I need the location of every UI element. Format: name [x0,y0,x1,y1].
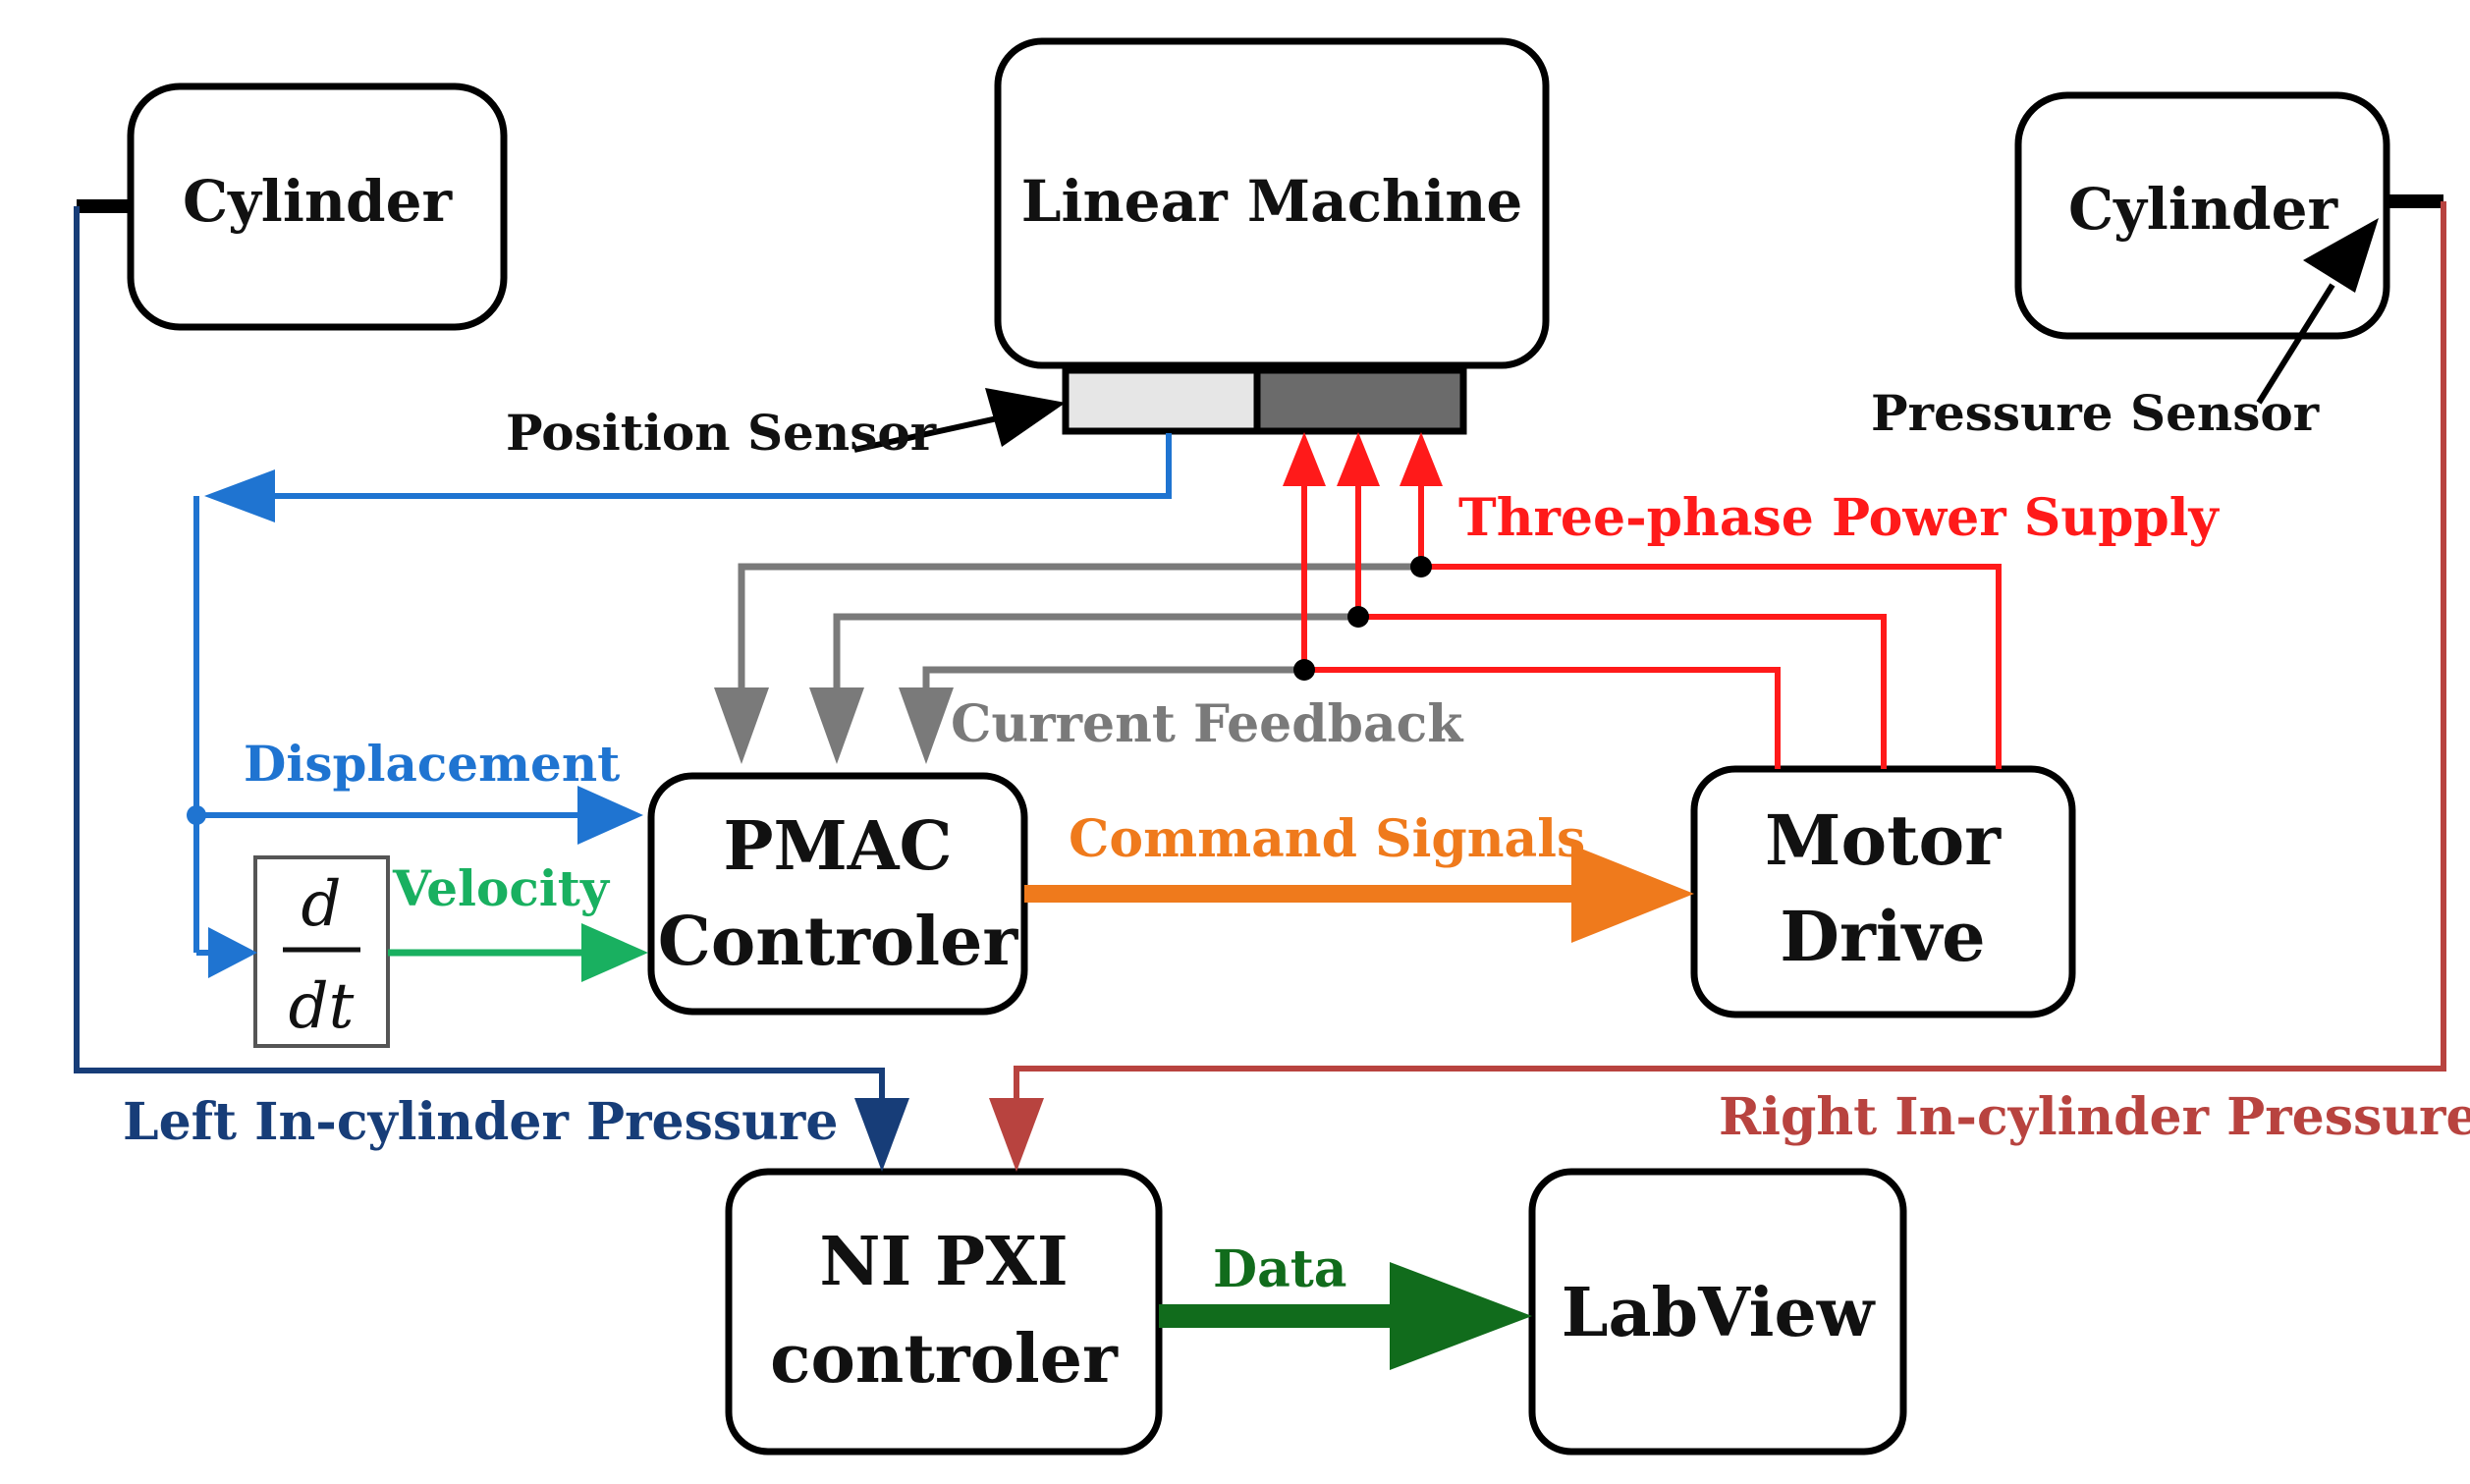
linear-machine-block: Linear Machine [994,37,1550,369]
cylinder-right-label: Cylinder [2068,176,2339,243]
power-arrowhead-2 [1337,432,1380,486]
feedback-arrowhead-1 [714,687,769,764]
feedback-arrowhead-2 [809,687,864,764]
left-pressure-path [74,199,909,1172]
data-arrowhead [1390,1262,1532,1370]
derivative-input-arrowhead [208,927,257,978]
position-sensor-label: Position Sensor [506,404,937,462]
position-sensor-element [1062,366,1261,435]
power-arrowhead-1 [1400,432,1443,486]
labview-block: LabView [1528,1168,1907,1456]
position-sensor-pointer [853,388,1066,453]
three-phase-label: Three-phase Power Supply [1458,488,2221,548]
data-path [1159,1262,1532,1370]
left-pressure-label: Left In-cylinder Pressure [123,1092,838,1152]
command-signals-path [1024,845,1694,943]
velocity-label: Velocity [392,859,611,917]
cylinder-left-label: Cylinder [183,168,454,235]
pmac-controller-block: PMAC Controler [647,772,1028,1016]
derivative-block: d dt [253,855,390,1048]
motor-drive-block: Motor Drive [1690,765,2076,1018]
power-arrowhead-3 [1283,432,1326,486]
data-label: Data [1213,1239,1347,1299]
current-feedback-path [714,563,1421,764]
right-pressure-label: Right In-cylinder Pressure [1719,1087,2470,1147]
command-arrowhead [1571,845,1694,943]
labview-label: LabView [1562,1274,1876,1352]
command-signals-label: Command Signals [1069,809,1585,869]
velocity-arrowhead [581,923,648,982]
cylinder-right-block: Cylinder [2014,91,2390,340]
junction-dots [1293,556,1432,681]
displacement-label: Displacement [244,735,620,793]
pmac-label-line1: PMAC [723,807,952,886]
right-pressure-arrowhead [989,1098,1044,1172]
cylinder-left-block: Cylinder [127,82,508,331]
linear-machine-label: Linear Machine [1021,168,1523,235]
pmac-label-line2: Controler [658,903,1019,981]
derivative-numerator: d [302,868,342,941]
displacement-arrowhead [577,786,643,845]
pressure-sensor-label: Pressure Sensor [1871,384,2320,442]
ni-pxi-controller-block: NI PXI controler [725,1168,1163,1456]
ni-pxi-label-line2: controler [770,1320,1119,1399]
three-phase-power-path [1283,432,2002,769]
ni-pxi-label-line1: NI PXI [819,1223,1068,1301]
stator-winding-element [1253,366,1467,435]
feedback-arrowhead-3 [899,687,954,764]
motor-drive-label-line2: Drive [1780,896,1985,977]
pressure-sensor-pointer [2256,218,2379,405]
displacement-return-arrowhead [204,469,275,522]
sensor-strip [1062,366,1467,435]
right-pressure-path [989,194,2446,1172]
current-feedback-label: Current Feedback [951,694,1463,754]
displacement-path [187,433,1172,978]
motor-drive-label-line1: Motor [1765,799,2002,881]
left-pressure-arrowhead [854,1098,909,1172]
velocity-path [388,923,648,982]
derivative-denominator: dt [289,970,355,1043]
